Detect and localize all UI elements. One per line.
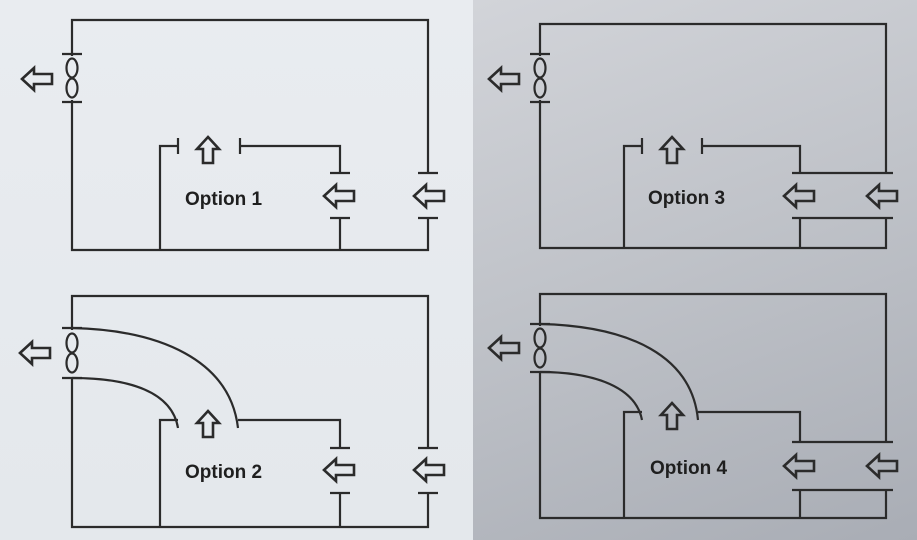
arrow-up-icon: [659, 401, 685, 431]
right-background: [473, 0, 917, 540]
arrow-left-icon: [782, 183, 816, 209]
arrow-left-icon: [487, 66, 521, 92]
left-background: [0, 0, 473, 540]
fan-icon: [533, 57, 547, 99]
arrow-up-icon: [659, 135, 685, 165]
arrow-left-icon: [412, 457, 446, 483]
option-2-label: Option 2: [185, 462, 262, 483]
arrow-left-icon: [322, 183, 356, 209]
fan-icon: [65, 332, 79, 374]
fan-icon: [533, 327, 547, 369]
arrow-left-icon: [782, 453, 816, 479]
option-1-diagram: Option 1: [20, 18, 446, 252]
fan-icon: [65, 57, 79, 99]
arrow-left-icon: [487, 335, 521, 361]
option-4-diagram: Option 4: [487, 292, 899, 520]
arrow-up-icon: [195, 409, 221, 439]
arrow-up-icon: [195, 135, 221, 165]
arrow-left-icon: [322, 457, 356, 483]
option-3-label: Option 3: [648, 188, 725, 209]
arrow-left-icon: [865, 183, 899, 209]
arrow-left-icon: [18, 340, 52, 366]
arrow-left-icon: [865, 453, 899, 479]
option-1-label: Option 1: [185, 189, 262, 210]
option-2-diagram: Option 2: [18, 294, 446, 529]
arrow-left-icon: [412, 183, 446, 209]
arrow-left-icon: [20, 66, 54, 92]
option-3-diagram: Option 3: [487, 22, 899, 250]
option-4-label: Option 4: [650, 458, 727, 479]
